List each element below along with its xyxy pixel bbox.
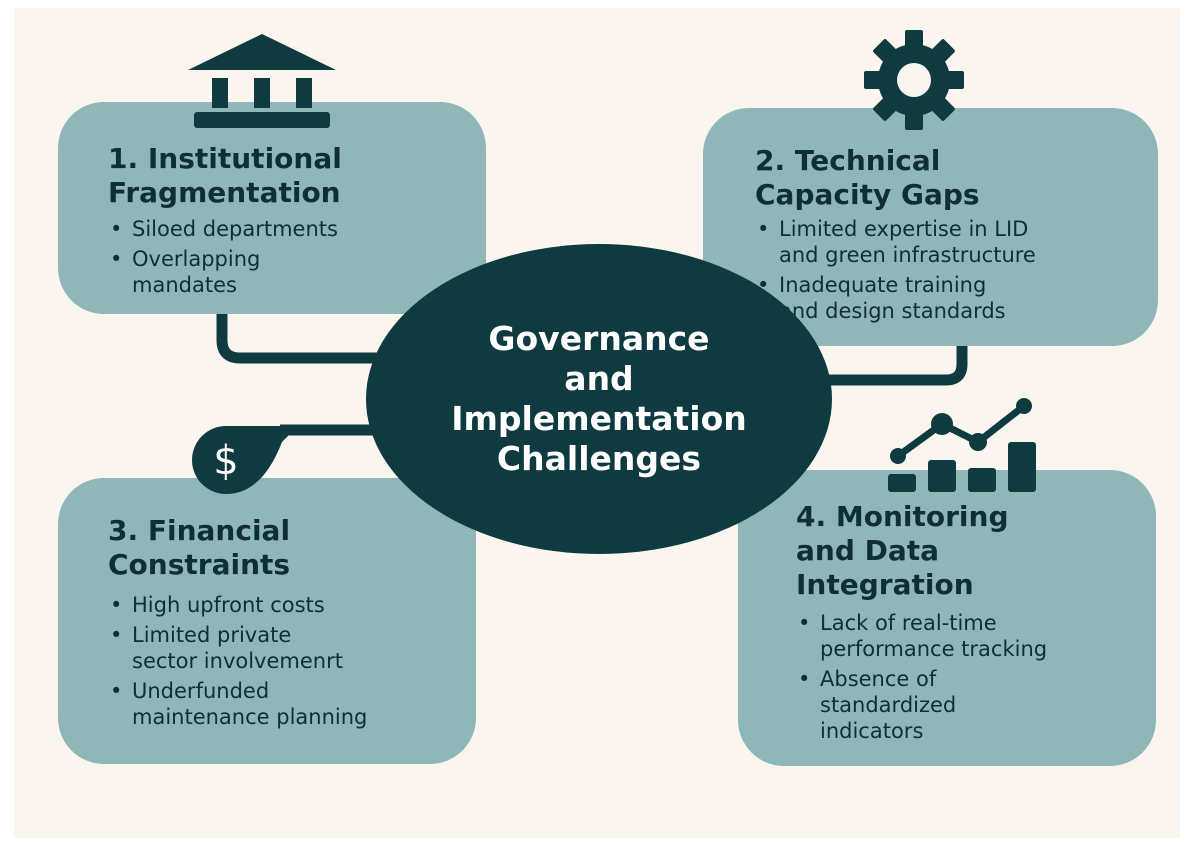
dollar-icon: $ [192,426,298,494]
svg-text:$: $ [213,438,238,484]
central-topic: Governance and Implementation Challenges [366,244,832,554]
card-financial-constraints: 3. Financial Constraints High upfront co… [58,478,476,764]
card-technical-capacity-gaps: 2. Technical Capacity Gaps Limited exper… [703,108,1158,346]
list-item: High upfront costs [108,592,456,618]
gear-icon [864,30,964,130]
bullet-list: High upfront costs Limited privatesector… [108,592,456,730]
card-title: 3. Financial Constraints [108,514,291,581]
bank-icon [188,34,336,128]
chart-growth-icon [888,398,1036,492]
list-item: Siloed departments [108,216,466,242]
card-monitoring-data-integration: 4. Monitoring and Data Integration Lack … [738,470,1156,766]
card-title: 2. Technical Capacity Gaps [755,144,980,211]
card-institutional-fragmentation: 1. Institutional Fragmentation Siloed de… [58,102,486,314]
central-topic-text: Governance and Implementation Challenges [451,319,747,478]
connector-1 [216,300,400,364]
card-title: 4. Monitoring and Data Integration [796,500,1009,601]
connector-2 [810,336,968,386]
card-title: 1. Institutional Fragmentation [108,142,342,209]
